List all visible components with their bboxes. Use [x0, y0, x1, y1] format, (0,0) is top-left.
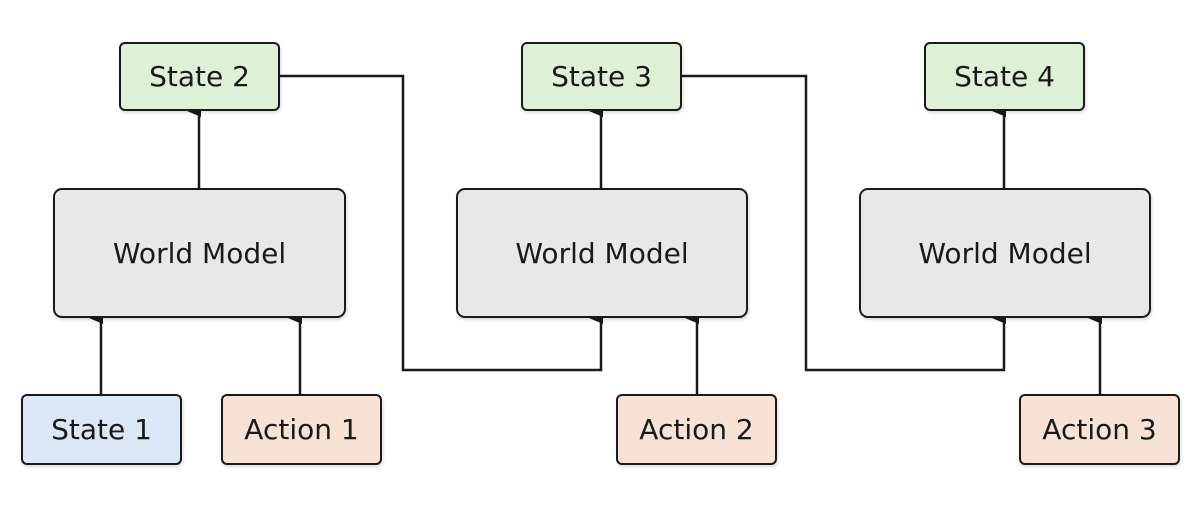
action-2-box: Action 2: [616, 394, 777, 465]
world-model-1-box: World Model: [53, 188, 346, 318]
connector-state2-to-world-model-2: [279, 74, 603, 372]
connector-state3-to-world-model-3: [682, 74, 1006, 372]
state-3-box: State 3: [521, 42, 682, 111]
world-model-3-box: World Model: [859, 188, 1151, 318]
state-4-box: State 4: [924, 42, 1085, 111]
state-2-box: State 2: [119, 42, 280, 111]
action-3-box: Action 3: [1019, 394, 1180, 465]
world-model-2-box: World Model: [456, 188, 748, 318]
state-1-box: State 1: [21, 394, 182, 465]
action-1-box: Action 1: [221, 394, 382, 465]
